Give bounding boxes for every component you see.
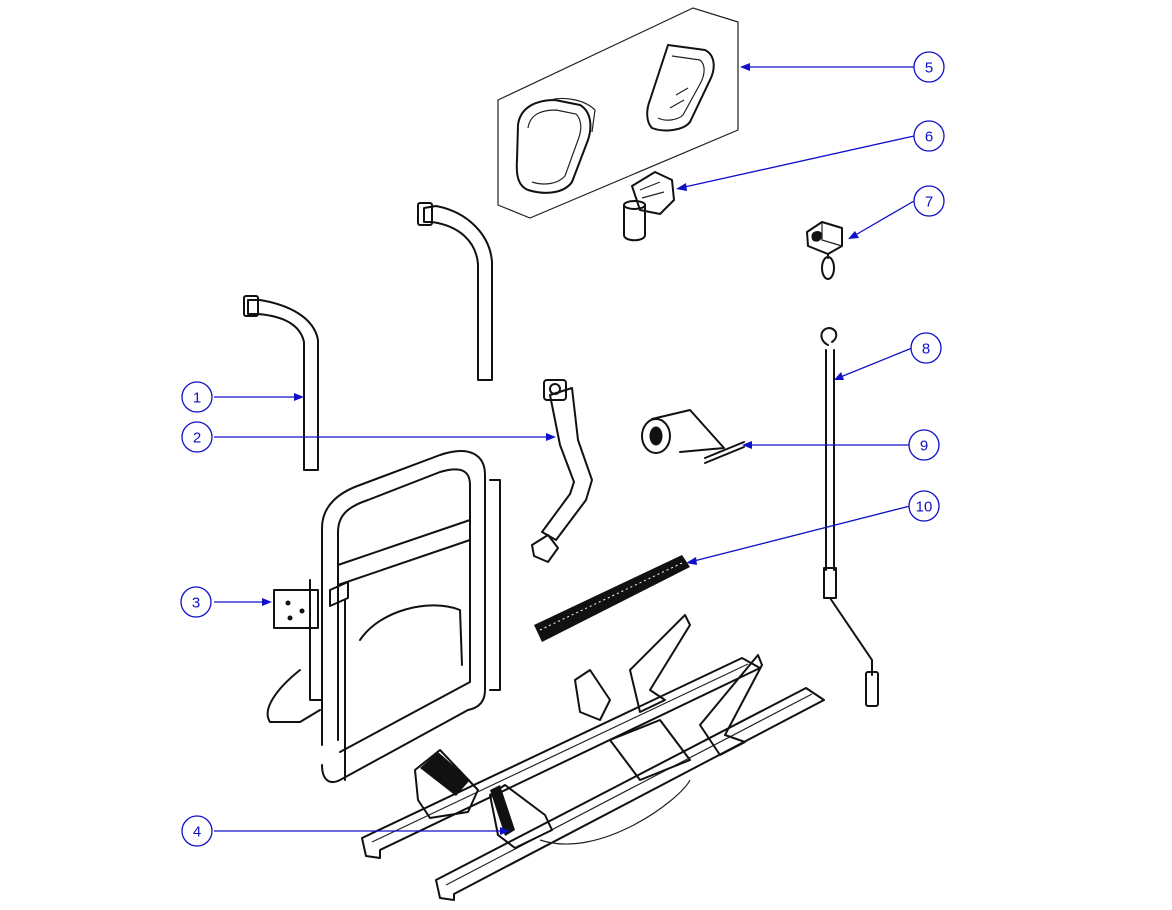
part-4-wheel-rails [361,614,825,901]
callout-5: 5 [913,51,945,83]
callout-label: 4 [193,824,201,841]
callout-label: 3 [192,595,200,612]
part-9-strap [641,409,745,464]
part-10-ratchet-strap [534,555,690,642]
callout-1: 1 [181,381,213,413]
callout-label: 1 [193,390,201,407]
part-5-covers [497,7,739,219]
callout-label: 2 [193,430,201,447]
callout-6: 6 [913,120,945,152]
callout-label: 6 [925,129,933,146]
callout-10: 10 [908,490,940,522]
callout-leaders [214,63,915,835]
callout-2: 2 [181,421,213,453]
part-6-bracket [623,171,675,242]
callout-9: 9 [908,429,940,461]
callout-label: 8 [922,341,930,358]
part-7-clamp [806,221,843,280]
upper-tube [417,202,493,381]
callout-8: 8 [910,332,942,364]
callout-label: 7 [925,194,933,211]
part-1-upright-tube [243,295,319,471]
part-8-crank-rod [820,327,879,707]
callout-3: 3 [180,586,212,618]
callout-4: 4 [181,815,213,847]
part-3-main-frame [266,450,501,784]
callout-label: 10 [916,499,933,516]
part-2-arm [531,379,593,563]
callout-label: 9 [920,438,928,455]
callout-7: 7 [913,185,945,217]
callout-label: 5 [925,60,933,77]
